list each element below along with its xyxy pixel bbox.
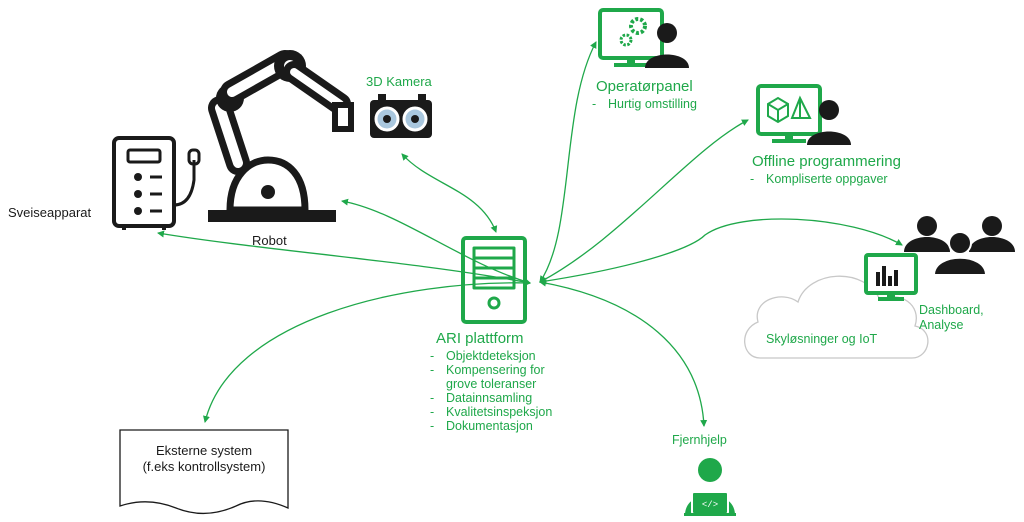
operator-screen-gears-icon [598, 8, 689, 68]
welding-machine-icon [112, 136, 201, 230]
people-group-icon [904, 216, 1015, 276]
connectors [157, 41, 903, 427]
dashboard-label: Dashboard, Analyse [919, 303, 984, 333]
offline-feature-list: Kompliserte oppgaver [748, 172, 888, 186]
arrow-ari-kamera [401, 153, 498, 233]
sveiseapparat-label: Sveiseapparat [8, 205, 92, 220]
3d-camera-icon [370, 94, 432, 138]
operator-feature-item: Hurtig omstilling [590, 97, 697, 111]
dashboard-label-line2: Analyse [919, 318, 964, 332]
ari-feature-item: Datainnsamling [428, 391, 552, 405]
document-icon [119, 429, 289, 515]
ari-feature-item: Dokumentasjon [428, 419, 552, 433]
offline-title: Offline programmering [752, 153, 901, 170]
arrow-ari-eksterne [203, 279, 531, 423]
cloud-icon [744, 275, 929, 359]
ari-title: ARI plattform [436, 330, 524, 347]
robot-label: Robot [252, 233, 287, 248]
eksterne-label: Eksterne system (f.eks kontrollsystem) [122, 443, 286, 475]
server-tower-icon [461, 236, 527, 324]
arrow-ari-robot [341, 198, 531, 285]
arrow-ari-operator [539, 41, 597, 283]
remote-support-person-icon: </> [684, 458, 736, 516]
robot-arm-icon [208, 50, 354, 222]
ari-feature-item: Objektdeteksjon [428, 349, 552, 363]
eksterne-label-line1: Eksterne system [155, 443, 253, 458]
offline-programming-screen-icon [756, 84, 851, 145]
operator-title: Operatørpanel [596, 78, 693, 95]
ari-feature-item: Kvalitetsinspeksjon [428, 405, 552, 419]
ari-feature-item: Kompensering for grove toleranser [428, 363, 552, 391]
fjernhjelp-label: Fjernhjelp [672, 433, 727, 447]
operator-feature-list: Hurtig omstilling [590, 97, 697, 111]
cloud-label: Skyløsninger og IoT [766, 332, 878, 346]
dashboard-monitor-icon [864, 253, 918, 301]
arrow-ari-people [539, 218, 903, 285]
eksterne-label-line2: (f.eks kontrollsystem) [142, 459, 266, 474]
dashboard-label-line1: Dashboard, [919, 303, 984, 317]
kamera-label: 3D Kamera [366, 74, 432, 89]
offline-feature-item: Kompliserte oppgaver [748, 172, 888, 186]
arrow-ari-fjernhjelp [539, 279, 708, 427]
ari-feature-list: Objektdeteksjon Kompensering for grove t… [428, 349, 552, 433]
svg-text:</>: </> [702, 500, 718, 510]
arrow-ari-offline [539, 119, 749, 283]
